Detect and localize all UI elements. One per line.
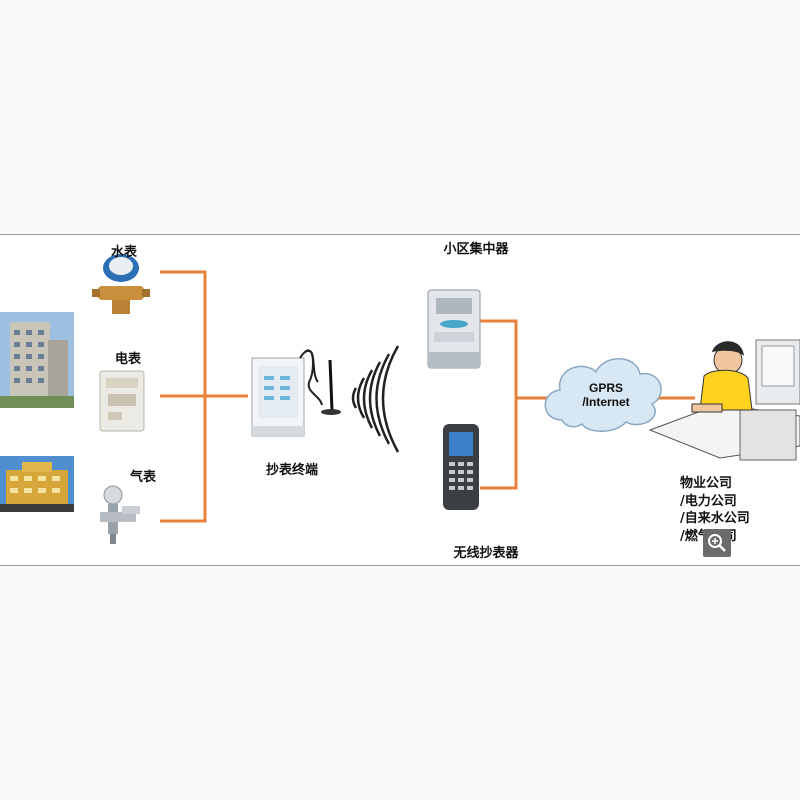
cloud-shape bbox=[544, 358, 662, 432]
handheld-reader-image bbox=[443, 424, 479, 510]
concentrator-device-image bbox=[427, 289, 481, 369]
cloud-label-internet: /Internet bbox=[582, 395, 629, 409]
office-worker-image bbox=[648, 339, 800, 461]
electric-meter-label: 电表 bbox=[115, 351, 142, 367]
water-meter-label: 水表 bbox=[111, 244, 138, 260]
gas-meter-image bbox=[100, 485, 140, 544]
company-line: /电力公司 bbox=[680, 493, 737, 509]
company-line: /自来水公司 bbox=[680, 511, 750, 526]
water-meter-image bbox=[92, 254, 150, 314]
concentrator-label: 小区集中器 bbox=[443, 241, 509, 257]
zoom-button[interactable] bbox=[703, 529, 731, 557]
electric-meter-image bbox=[99, 370, 145, 432]
terminal-label: 抄表终端 bbox=[266, 462, 318, 478]
gas-meter-label: 气表 bbox=[130, 469, 157, 485]
building-tower-image bbox=[0, 312, 74, 408]
wireless-signal-waves bbox=[351, 345, 400, 453]
cloud-label-gprs: GPRS bbox=[589, 381, 623, 395]
zoom-in-icon bbox=[708, 534, 726, 552]
handheld-label: 无线抄表器 bbox=[452, 545, 519, 561]
building-hotel-image bbox=[0, 456, 74, 512]
terminal-device-image bbox=[251, 349, 341, 437]
concentrator-connector bbox=[480, 319, 518, 490]
company-line: 物业公司 bbox=[680, 476, 733, 491]
connector-lines bbox=[160, 270, 695, 523]
